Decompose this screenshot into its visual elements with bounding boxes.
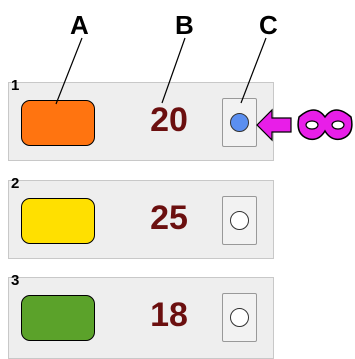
column-label-b: B [175, 10, 194, 40]
list-item[interactable]: 3 18 [8, 272, 274, 359]
color-swatch [21, 198, 95, 244]
row-value: 25 [150, 199, 188, 237]
color-swatch [21, 295, 95, 341]
row-number: 1 [11, 77, 20, 94]
row-number: 3 [11, 272, 20, 289]
row-value: 18 [150, 296, 188, 334]
column-label-c: C [259, 10, 278, 40]
pointer-arrow-icon [256, 108, 292, 142]
color-swatch [21, 100, 95, 146]
column-label-a: A [70, 10, 89, 40]
radio-container[interactable] [222, 293, 257, 342]
row-number: 2 [11, 175, 20, 192]
radio-container[interactable] [222, 98, 257, 147]
radio-button-selected[interactable] [230, 113, 249, 132]
radio-button[interactable] [230, 211, 249, 230]
radio-button[interactable] [230, 308, 249, 327]
list-item[interactable]: 2 25 [8, 175, 274, 259]
mask-icon [297, 109, 353, 141]
radio-container[interactable] [222, 196, 257, 245]
list-item[interactable]: 1 20 [8, 77, 274, 161]
row-value: 20 [150, 101, 188, 139]
